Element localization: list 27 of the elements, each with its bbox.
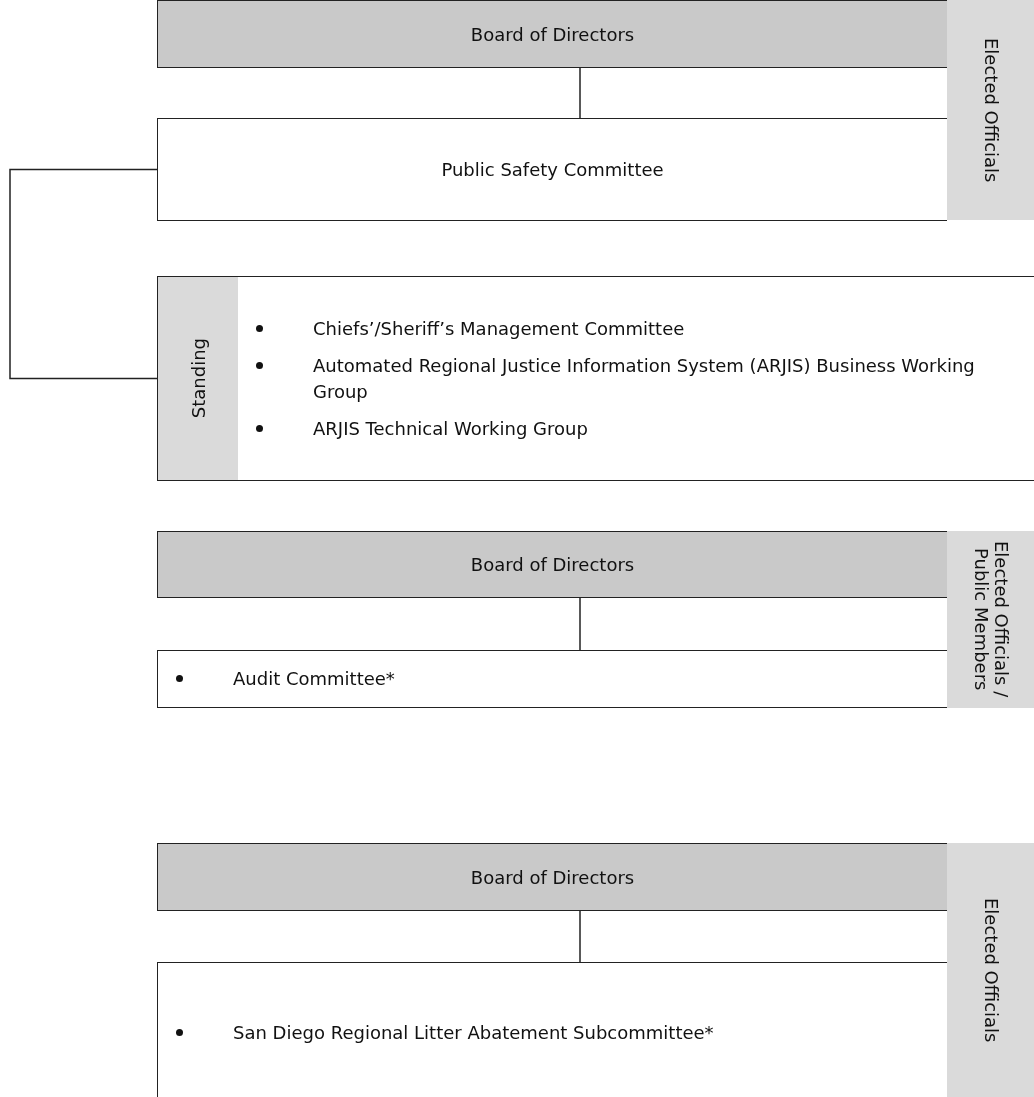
connector-line <box>579 910 581 963</box>
committee-box <box>157 276 1034 481</box>
connector-line <box>579 597 581 651</box>
box-label: Board of Directors <box>470 866 635 888</box>
list-item: ARJIS Technical Working Group <box>313 416 588 441</box>
header-box <box>157 0 947 68</box>
connector-line <box>9 168 158 380</box>
band-label: Elected Officials <box>980 897 1001 1043</box>
band-label: Standing <box>187 338 209 419</box>
list-item: Automated Regional Justice Information System (ARJIS) Business Working Group <box>313 354 976 404</box>
header-box <box>157 843 947 911</box>
side-band <box>947 531 1034 708</box>
side-band <box>947 0 1034 220</box>
header-box <box>157 531 947 598</box>
connector-line <box>579 67 581 119</box>
list-item: San Diego Regional Litter Abatement Subcommittee* <box>233 1020 714 1045</box>
list-item: Chiefs’/Sheriff’s Management Committee <box>313 317 685 342</box>
list-item: Audit Committee* <box>233 667 395 692</box>
band-label: Elected Officials <box>980 37 1001 183</box>
band-label: Elected Officials / Public Members <box>969 540 1012 700</box>
committee-box <box>157 650 947 708</box>
committee-box <box>157 118 947 221</box>
committee-box <box>157 962 947 1097</box>
side-band <box>947 843 1034 1097</box>
box-label: Board of Directors <box>470 554 635 575</box>
box-label: Board of Directors <box>470 23 635 45</box>
box-label: Public Safety Committee <box>441 159 664 180</box>
